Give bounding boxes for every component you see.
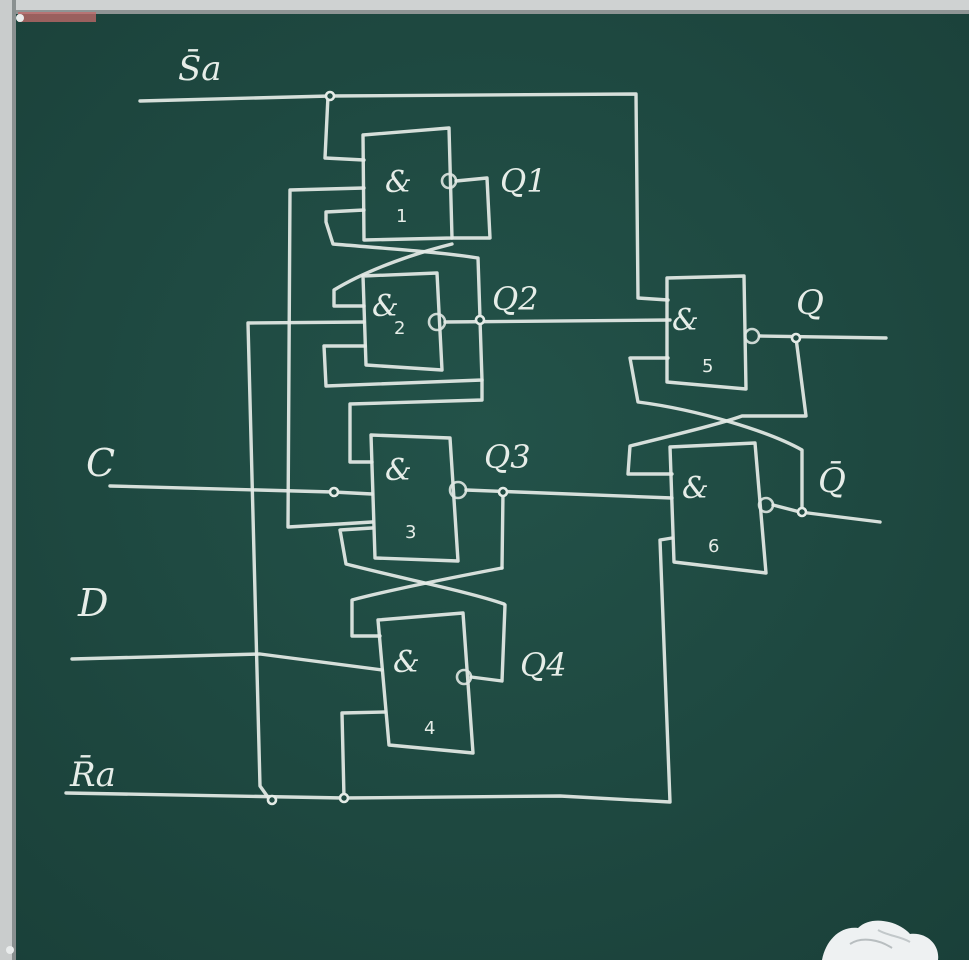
gate-3-symbol: & xyxy=(385,453,412,488)
q3-output-label: Q3 xyxy=(484,438,531,476)
junction-clock xyxy=(328,486,340,498)
reset-line xyxy=(64,536,674,804)
gate-1-symbol: & xyxy=(385,165,412,200)
gate-6-symbol: & xyxy=(682,471,709,506)
gate2-input-left-bus xyxy=(246,320,366,802)
q2-feedback-loop xyxy=(322,318,484,388)
gate-2-body xyxy=(361,271,444,372)
frame-screw-top xyxy=(16,14,24,22)
q1-output-label: Q1 xyxy=(500,162,547,200)
reset-to-gate4 xyxy=(340,710,387,800)
gate-5-body xyxy=(665,274,748,391)
frame-screw-bottom xyxy=(6,946,14,954)
q4-loop xyxy=(469,603,507,683)
q-output-label: Q xyxy=(796,283,824,323)
q3-to-gate4-cross xyxy=(350,566,504,638)
gate-6-number: 6 xyxy=(708,536,719,557)
gate-5-number: 5 xyxy=(702,356,713,377)
q1-loop xyxy=(450,176,492,240)
frame-sticker xyxy=(18,12,96,22)
gate-4-number: 4 xyxy=(424,718,435,739)
gate-6-body xyxy=(668,441,768,575)
data-line xyxy=(70,652,384,672)
q-feedback xyxy=(626,336,808,476)
q1-to-gate2-cross xyxy=(332,242,454,308)
gate-3-number: 3 xyxy=(405,522,416,543)
board-frame-top xyxy=(0,0,969,12)
board-frame-top-shadow xyxy=(0,10,969,14)
set-line xyxy=(138,92,670,302)
board-frame-left-shadow xyxy=(12,0,16,960)
chalk-cloth xyxy=(822,920,939,960)
gate-4-body xyxy=(376,611,475,755)
gate-2-symbol: & xyxy=(372,289,399,324)
clock-input-label: C xyxy=(86,441,115,485)
board-frame-left xyxy=(0,0,14,960)
gate1-left-bus xyxy=(286,186,374,529)
gate1-input-from-q2-cross xyxy=(324,208,482,320)
junction-q2 xyxy=(474,314,486,326)
gate-3-body xyxy=(369,433,460,563)
reset-input-label: R̄a xyxy=(69,754,116,795)
q-output-line xyxy=(758,334,888,340)
set-input-label: S̄a xyxy=(178,48,222,89)
q4-output-label: Q4 xyxy=(520,646,567,684)
gate3-input-from-q4-cross xyxy=(338,526,506,606)
data-input-label: D xyxy=(77,581,108,625)
junction-q xyxy=(790,332,802,344)
q2-output-label: Q2 xyxy=(492,280,539,318)
q3-down-to-cross xyxy=(500,490,505,570)
gate-1-number: 1 xyxy=(396,206,407,227)
gate-4-symbol: & xyxy=(393,645,420,680)
gate-2-number: 2 xyxy=(394,318,405,339)
junction-reset-right xyxy=(338,792,350,804)
gate-5-symbol: & xyxy=(672,303,699,338)
set-to-gate1 xyxy=(323,94,366,162)
junction-reset-left xyxy=(266,794,278,806)
qbar-output-label: Q̄ xyxy=(818,460,846,501)
junction-qbar xyxy=(796,506,808,518)
qbar-feedback xyxy=(628,356,804,514)
junction-set xyxy=(324,90,336,102)
q2-to-gate3 xyxy=(348,378,484,464)
junction-q3 xyxy=(497,486,509,498)
